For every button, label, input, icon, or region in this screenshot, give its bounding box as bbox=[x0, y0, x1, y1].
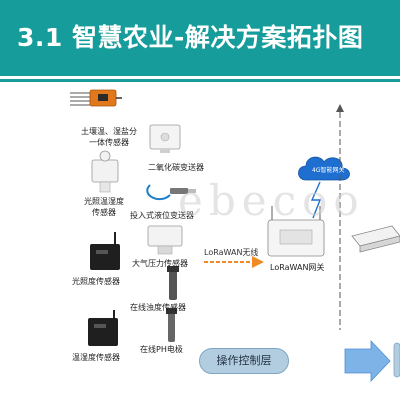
ph-electrode-icon bbox=[166, 308, 177, 342]
temp-humidity-sensor-icon bbox=[88, 310, 118, 346]
soil-sensor-label-line1: 土壤温、湿盐分 bbox=[81, 127, 137, 136]
next-layer-pill-edge bbox=[393, 342, 400, 378]
illuminance-sensor-label: 光照度传感器 bbox=[72, 277, 120, 286]
light-temp-humidity-sensor-icon bbox=[91, 150, 119, 193]
network-switch-icon bbox=[351, 225, 400, 253]
turbidity-sensor-label: 在线浊度传感器 bbox=[130, 303, 186, 312]
cloud-icon bbox=[298, 156, 350, 181]
flow-arrow-icon bbox=[344, 339, 391, 383]
control-layer-pill: 操作控制层 bbox=[199, 348, 289, 374]
ph-electrode-label: 在线PH电极 bbox=[140, 345, 183, 354]
cloud-label: 4G智能网关 bbox=[312, 167, 345, 174]
cellular-link-icon bbox=[310, 181, 322, 219]
level-transmitter-icon bbox=[146, 184, 196, 201]
lorawan-gateway-icon bbox=[267, 206, 325, 257]
soil-sensor-label-line2: 一体传感器 bbox=[89, 138, 129, 147]
light-temp-humidity-label-line1: 光照温湿度 bbox=[84, 197, 124, 206]
light-temp-humidity-label: 光照温湿度 传感器 bbox=[74, 196, 134, 218]
turbidity-sensor-icon bbox=[167, 266, 179, 300]
watermark: ebecoo bbox=[178, 176, 365, 225]
pressure-sensor-label: 大气压力传感器 bbox=[132, 259, 188, 268]
light-temp-humidity-label-line2: 传感器 bbox=[92, 208, 116, 217]
co2-transmitter-label: 二氧化碳变送器 bbox=[148, 163, 204, 172]
pressure-sensor-icon bbox=[147, 225, 183, 255]
temp-humidity-sensor-label: 温湿度传感器 bbox=[72, 353, 120, 362]
soil-sensor-icon bbox=[70, 89, 122, 107]
wireless-link-label: LoRaWAN无线 bbox=[204, 248, 259, 257]
gateway-label: LoRaWAN网关 bbox=[270, 263, 325, 272]
header-divider bbox=[0, 79, 400, 82]
page-title: 3.1 智慧农业-解决方案拓扑图 bbox=[17, 23, 364, 52]
divider-arrow-head bbox=[336, 104, 344, 112]
header-banner: 3.1 智慧农业-解决方案拓扑图 bbox=[0, 0, 400, 76]
co2-transmitter-icon bbox=[149, 124, 181, 153]
level-transmitter-label: 投入式液位变送器 bbox=[130, 211, 194, 220]
illuminance-sensor-icon bbox=[90, 232, 120, 270]
soil-sensor-label: 土壤温、湿盐分 一体传感器 bbox=[74, 126, 144, 148]
